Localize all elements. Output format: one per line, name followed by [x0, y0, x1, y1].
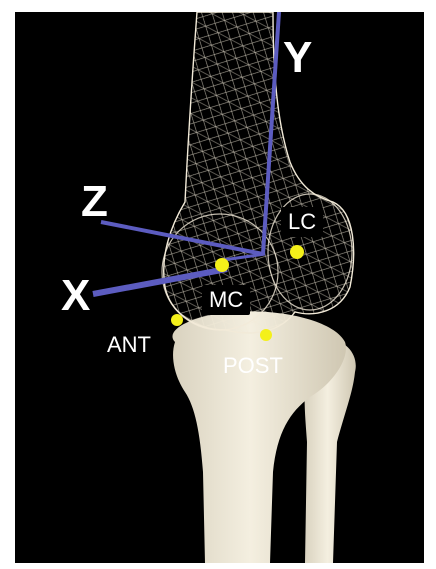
femur-shaft [164, 12, 354, 333]
marker-lc [290, 245, 304, 259]
z-axis-label: Z [81, 180, 108, 224]
marker-ant [171, 314, 183, 326]
marker-mc [215, 258, 229, 272]
marker-post [260, 329, 272, 341]
mc-label: MC [202, 285, 250, 315]
lc-label: LC [281, 207, 323, 237]
post-label: POST [223, 355, 283, 377]
x-axis-label: X [61, 274, 90, 318]
ant-label: ANT [107, 334, 151, 356]
image-frame: Y Z X LC MC ANT POST [15, 12, 424, 563]
y-axis-label: Y [283, 36, 312, 80]
